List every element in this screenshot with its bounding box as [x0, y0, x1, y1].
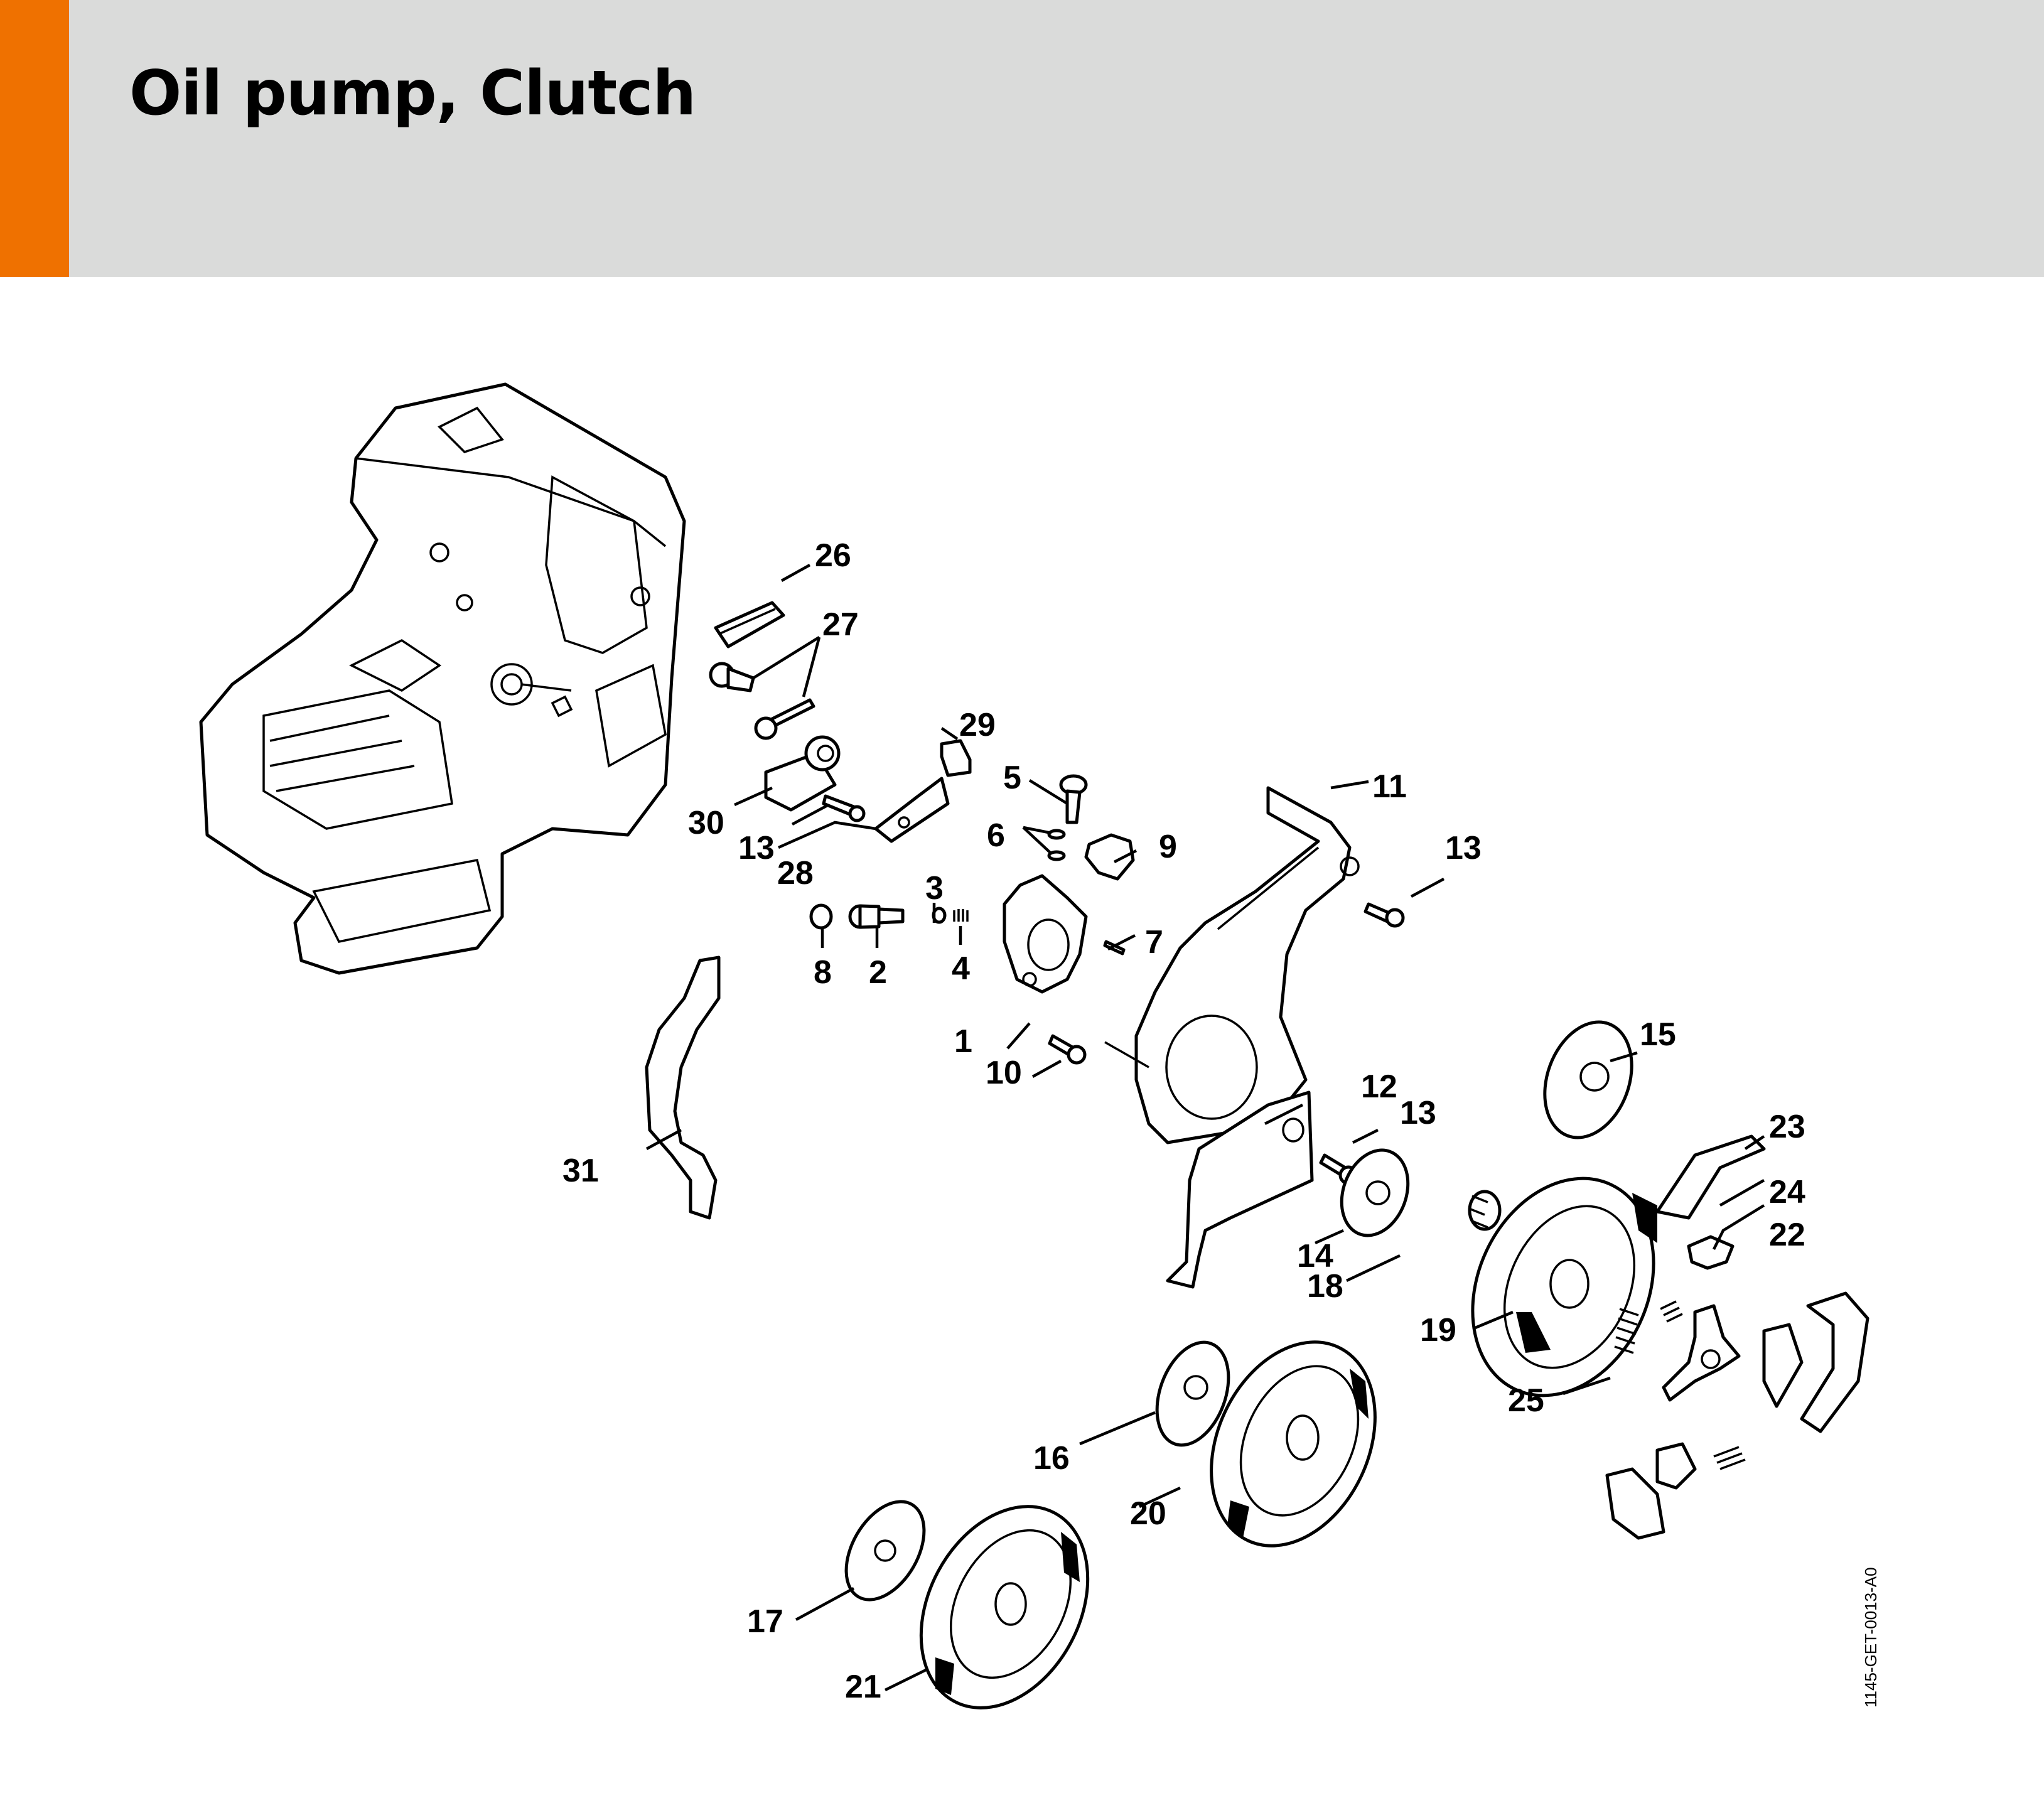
callout-23: 23 — [1769, 1109, 1805, 1145]
part-2-pump-piston — [848, 904, 905, 929]
part-1-oil-pump-body — [1003, 874, 1088, 994]
part-9-cap — [1084, 833, 1135, 881]
callout-22: 22 — [1769, 1217, 1805, 1253]
part-19-clutch-drum — [1471, 1176, 1657, 1397]
callout-14: 14 — [1297, 1238, 1333, 1274]
callout-labels: 26 27 29 30 13 28 5 6 9 3 7 8 2 4 1 10 1… — [562, 537, 1805, 1705]
callout-28: 28 — [777, 855, 814, 891]
leader-lines — [645, 564, 1765, 1692]
callout-30: 30 — [688, 805, 724, 841]
callout-31: 31 — [562, 1153, 599, 1189]
callout-8: 8 — [814, 954, 832, 991]
part-clutch-shoes-set — [1605, 1291, 1869, 1540]
callout-13b: 13 — [1445, 830, 1482, 866]
part-20-clutch-drum — [1210, 1340, 1377, 1548]
callout-17: 17 — [747, 1603, 783, 1640]
callout-20: 20 — [1130, 1495, 1166, 1532]
part-25-tension-springs — [1614, 1300, 1746, 1470]
callout-19: 19 — [1420, 1312, 1456, 1348]
callout-5: 5 — [1003, 760, 1021, 796]
callout-11: 11 — [1372, 768, 1407, 805]
header-band: Oil pump, Clutch — [0, 0, 2044, 277]
callout-24: 24 — [1769, 1174, 1805, 1210]
part-11-sprocket-cover — [1104, 786, 1360, 1144]
callout-21: 21 — [845, 1669, 881, 1705]
part-23-clutch-shoe — [1655, 1134, 1766, 1220]
part-5-adjusting-screw — [1059, 774, 1088, 824]
part-14-spur-sprocket — [1340, 1148, 1410, 1237]
callout-10: 10 — [986, 1055, 1022, 1091]
callout-9: 9 — [1159, 829, 1177, 865]
part-22-carrier — [1662, 1304, 1741, 1402]
part-21-clutch-drum — [919, 1505, 1090, 1709]
callout-2: 2 — [869, 954, 887, 991]
part-6-o-rings — [1047, 829, 1066, 861]
part-10-screw — [1048, 1034, 1087, 1065]
callout-29: 29 — [959, 707, 996, 743]
callout-4: 4 — [952, 950, 970, 987]
callout-6: 6 — [987, 817, 1005, 854]
callout-26: 26 — [815, 537, 851, 574]
part-8-plug — [809, 903, 833, 930]
callout-15: 15 — [1640, 1016, 1676, 1053]
part-27-tensioner-screws — [709, 662, 815, 740]
part-15-spur-sprocket — [1543, 1020, 1633, 1139]
callout-1: 1 — [954, 1023, 972, 1060]
exploded-parts-diagram: 26 27 29 30 13 28 5 6 9 3 7 8 2 4 1 10 1… — [0, 277, 2044, 1798]
part-13-screw-b — [1364, 902, 1405, 928]
callout-13a: 13 — [738, 830, 775, 866]
part-30-chain-catcher — [764, 735, 841, 812]
callout-12: 12 — [1361, 1069, 1397, 1105]
part-31-brake-lever — [645, 956, 721, 1220]
callout-3: 3 — [925, 870, 944, 907]
engine-crankcase — [199, 382, 686, 975]
accent-strip — [0, 0, 69, 277]
part-28-tensioner-plate — [874, 777, 950, 843]
part-4-spring — [953, 909, 969, 922]
part-18-needle-cage — [1468, 1190, 1502, 1231]
part-16-rim-sprocket — [1155, 1340, 1230, 1447]
part-17-rim-sprocket — [844, 1500, 926, 1602]
callout-18: 18 — [1307, 1268, 1343, 1305]
callout-27: 27 — [822, 606, 859, 643]
part-13-screw-a — [822, 794, 866, 822]
part-24-thrust-plate — [1687, 1235, 1735, 1270]
part-12-chain-guard — [1166, 1090, 1314, 1289]
document-code: 1145-GET-0013-A0 — [1861, 1567, 1880, 1708]
callout-7: 7 — [1145, 924, 1163, 961]
callout-16: 16 — [1033, 1440, 1070, 1477]
part-26-buffer — [714, 601, 785, 649]
part-7-pin — [1103, 940, 1126, 956]
part-29-clip — [940, 739, 972, 777]
page-title: Oil pump, Clutch — [129, 58, 696, 129]
callout-13c: 13 — [1400, 1095, 1436, 1131]
callout-25: 25 — [1508, 1382, 1544, 1419]
